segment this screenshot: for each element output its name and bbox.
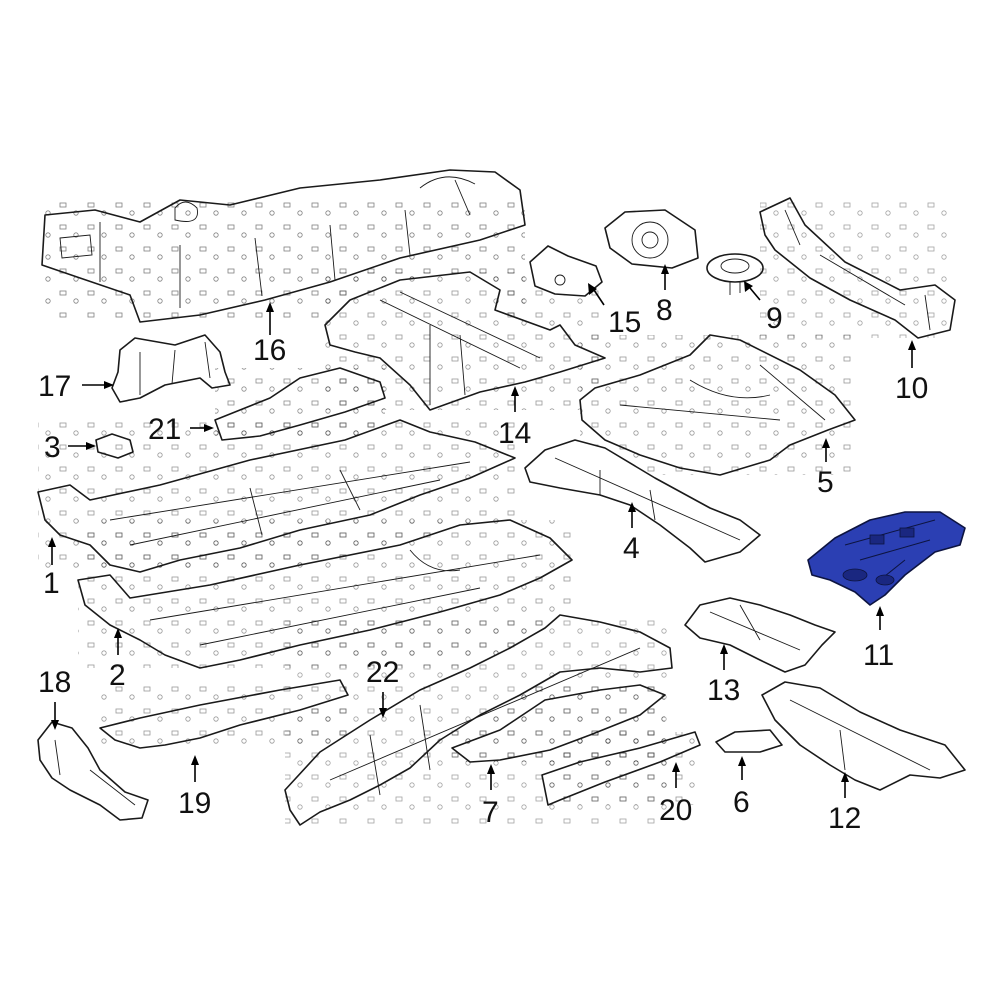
leader-1 (48, 537, 56, 565)
callout-8: 8 (656, 294, 673, 327)
part-13-extension[interactable] (684, 597, 836, 673)
leader-5 (822, 438, 830, 462)
leader-2 (114, 628, 122, 655)
callout-14: 14 (498, 417, 531, 450)
callout-1: 1 (43, 567, 60, 600)
part-8-seat-cover[interactable] (604, 209, 699, 269)
leader-19 (191, 755, 199, 782)
callout-21: 21 (148, 413, 181, 446)
leader-11 (876, 606, 884, 630)
leader-14 (511, 386, 519, 412)
leader-21 (190, 424, 214, 432)
callout-17: 17 (38, 370, 71, 403)
callout-4: 4 (623, 532, 640, 565)
leader-16 (266, 302, 274, 335)
callout-12: 12 (828, 802, 861, 835)
part-11-highlighted-panel[interactable] (807, 511, 966, 606)
callout-18: 18 (38, 666, 71, 699)
leader-4 (628, 502, 636, 528)
callout-6: 6 (733, 786, 750, 819)
leader-22 (379, 692, 387, 718)
callout-11: 11 (863, 639, 894, 672)
leader-20 (672, 762, 680, 788)
callout-20: 20 (659, 794, 692, 827)
part-22-front-side-member[interactable] (284, 614, 673, 826)
callout-2: 2 (109, 659, 126, 692)
leader-7 (487, 764, 495, 790)
leader-8 (661, 264, 669, 290)
leader-15 (588, 283, 605, 306)
leader-6 (738, 756, 746, 780)
callout-3: 3 (44, 431, 61, 464)
part-15-bracket[interactable] (529, 245, 603, 297)
part-19-rocker-reinforcement[interactable] (99, 679, 349, 749)
leader-17 (82, 381, 114, 389)
leader-10 (908, 340, 916, 368)
callout-7: 7 (482, 796, 499, 829)
leader-9 (744, 281, 761, 301)
part-18-bracket[interactable] (37, 721, 149, 821)
callout-15: 15 (608, 306, 641, 339)
callout-5: 5 (817, 466, 834, 499)
callout-22: 22 (366, 656, 399, 689)
leader-12 (841, 772, 849, 798)
callout-10: 10 (895, 372, 928, 405)
leader-3 (68, 442, 96, 450)
part-4-rear-side-member[interactable] (524, 439, 761, 563)
callout-16: 16 (253, 334, 286, 367)
leader-13 (720, 644, 728, 670)
callout-19: 19 (178, 787, 211, 820)
part-12-rear-extension[interactable] (761, 681, 966, 791)
part-17-bracket[interactable] (111, 334, 231, 403)
part-6-plate[interactable] (715, 729, 783, 753)
callout-13: 13 (707, 674, 740, 707)
callout-9: 9 (766, 302, 783, 335)
part-5-rear-floor-pan[interactable] (579, 334, 856, 476)
leader-18 (51, 702, 59, 730)
part-9-mount[interactable] (706, 253, 764, 295)
part-10-rear-crossmember[interactable] (759, 197, 956, 339)
